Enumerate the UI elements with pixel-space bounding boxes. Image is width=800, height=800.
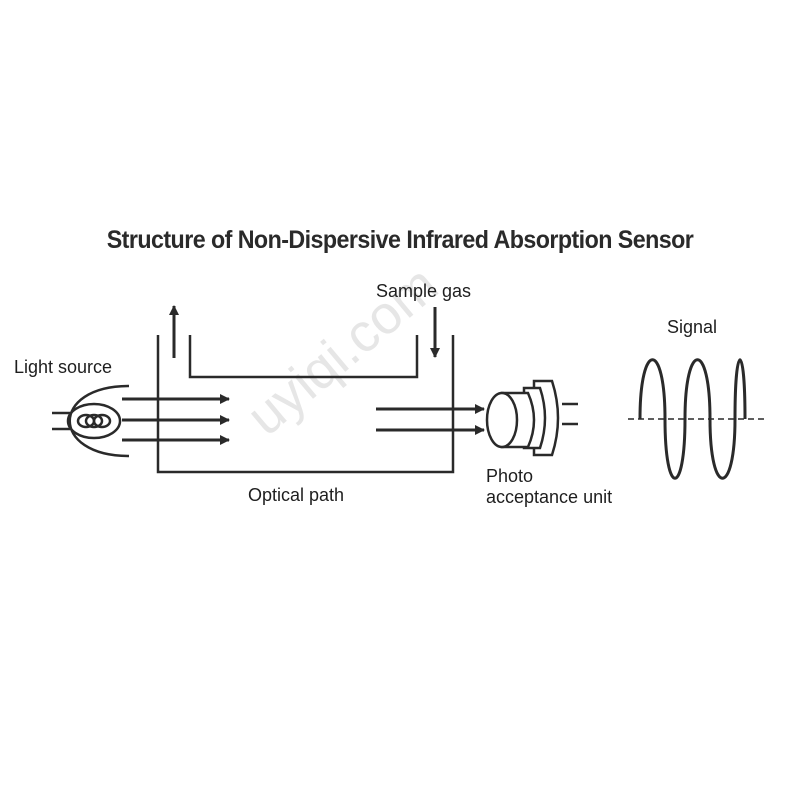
gas-chamber <box>156 335 455 474</box>
detector-window <box>485 391 519 449</box>
sample-gas-label: Sample gas <box>376 281 472 301</box>
filament-coil-2 <box>84 413 104 429</box>
signal-label: Signal <box>667 317 718 337</box>
incident-light-rays <box>122 394 230 445</box>
photo-acceptance-label-line1: Photo <box>486 466 534 486</box>
optical-path-label: Optical path <box>248 485 345 505</box>
signal-waveform <box>628 358 768 480</box>
light-source-label: Light source <box>14 357 113 377</box>
photo-acceptance-unit-shape <box>485 379 578 457</box>
light-source-lamp <box>52 384 130 458</box>
filament-coil-3 <box>92 413 112 429</box>
transmitted-light-rays <box>376 404 485 435</box>
lamp-bulb <box>66 402 122 440</box>
signal-sine-wave <box>638 358 747 480</box>
reflector <box>68 384 130 458</box>
photo-acceptance-label-line2: acceptance unit <box>486 487 613 507</box>
diagram-title: Structure of Non-Dispersive Infrared Abs… <box>106 226 694 254</box>
